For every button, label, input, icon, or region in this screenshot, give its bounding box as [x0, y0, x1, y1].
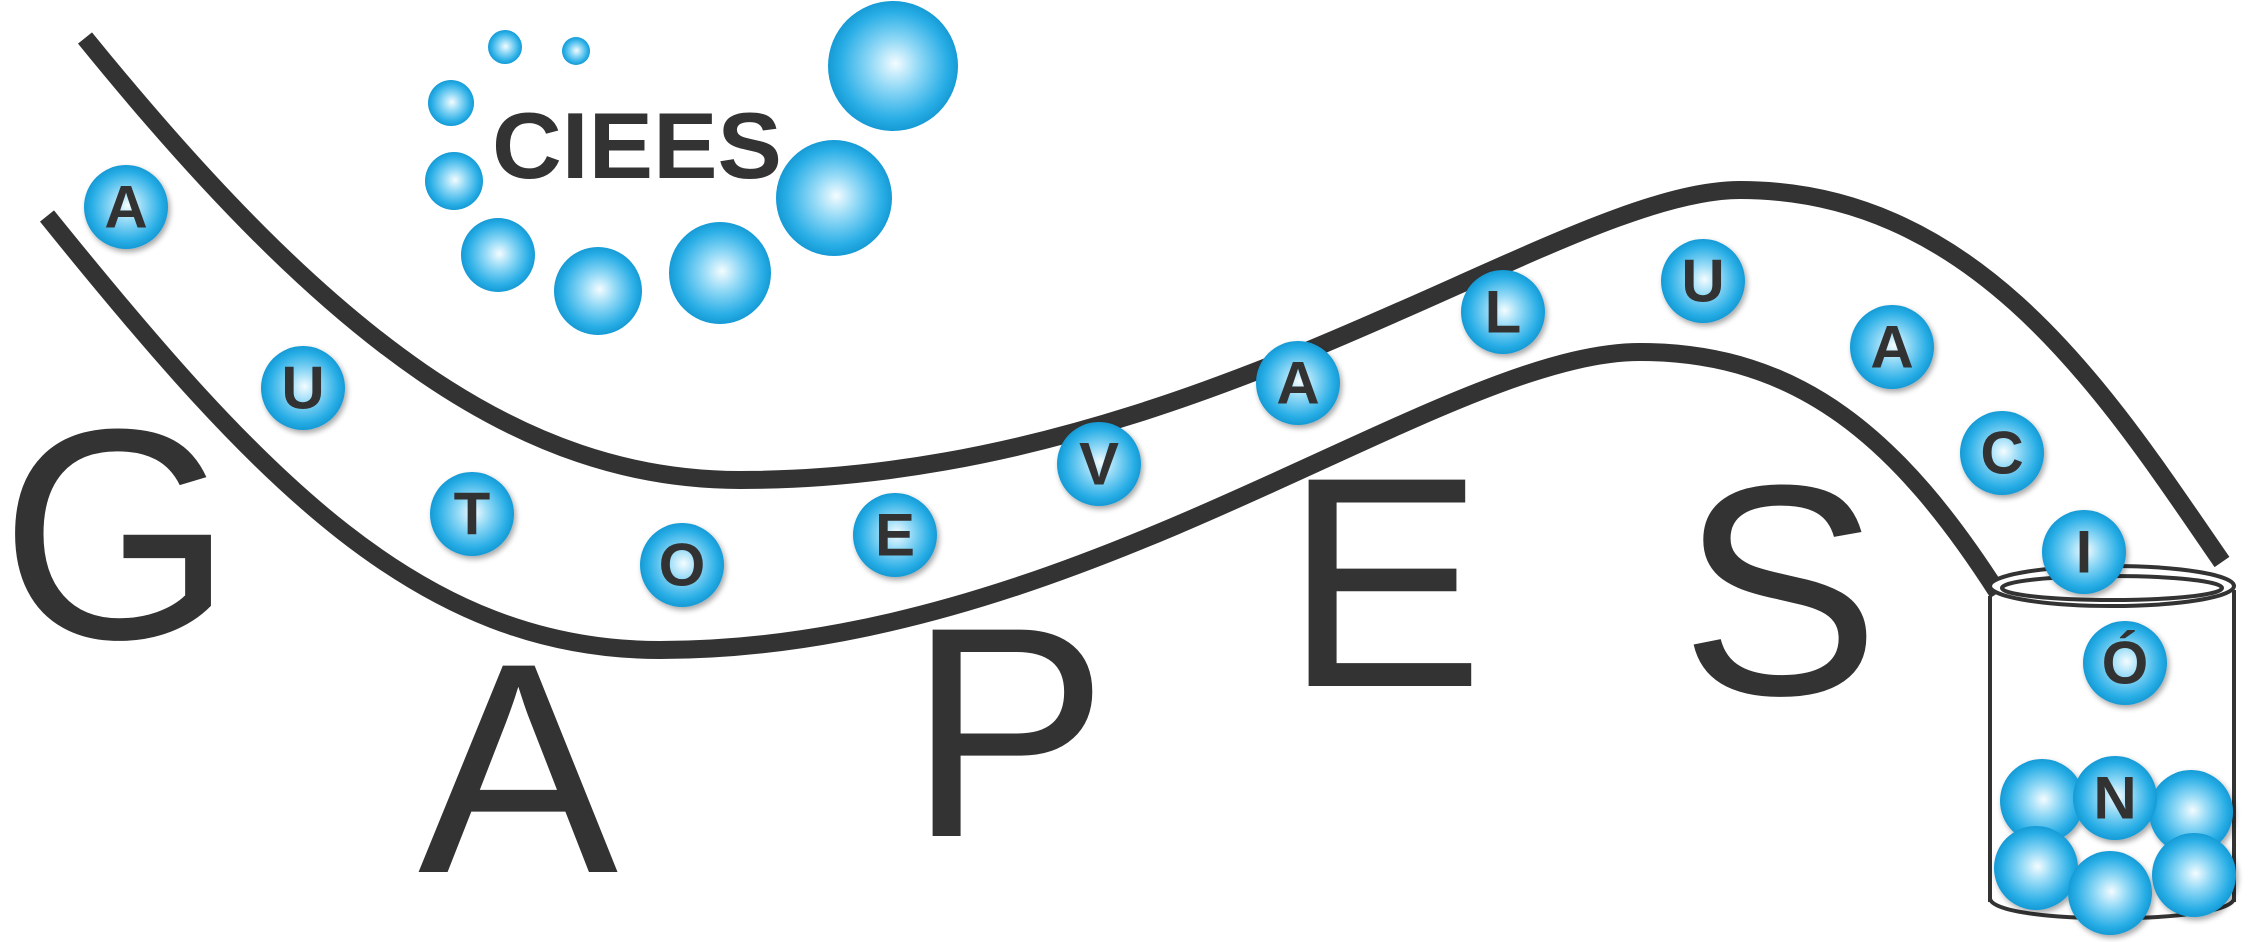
ball-u-2: U — [1661, 239, 1745, 323]
svg-text:O: O — [659, 532, 706, 599]
ciees-bubble — [669, 222, 771, 324]
tube-upper-edge — [78, 32, 2230, 568]
cup-ball — [2068, 851, 2152, 935]
svg-text:A: A — [1276, 350, 1319, 417]
ball-o-accent: Ó — [2083, 621, 2167, 705]
ball-u: U — [261, 346, 345, 430]
tube-letter-balls: A U T O E V A L — [84, 165, 2126, 607]
tube-lower-edge — [39, 210, 2006, 660]
ciees-brand: CIEES — [425, 1, 958, 335]
big-letter-p: P — [908, 564, 1108, 900]
cup-ball — [1994, 826, 2078, 910]
ciees-bubble — [776, 140, 892, 256]
ball-i: I — [2042, 510, 2126, 594]
ciees-bubble — [425, 152, 483, 210]
cup-ball — [2152, 833, 2236, 917]
cup-balls: Ó N — [1994, 621, 2236, 935]
ball-a-2: A — [1256, 341, 1340, 425]
ball-n: N — [2073, 756, 2157, 840]
svg-text:L: L — [1485, 279, 1522, 346]
svg-text:T: T — [454, 481, 491, 548]
svg-text:I: I — [2076, 519, 2093, 586]
ball-e: E — [853, 493, 937, 577]
ball-a-3: A — [1850, 305, 1934, 389]
ball-v: V — [1057, 422, 1141, 506]
svg-text:U: U — [281, 355, 324, 422]
svg-text:Ó: Ó — [2102, 630, 2149, 697]
cup-ball — [2000, 759, 2084, 843]
cup-ball — [2149, 770, 2233, 854]
big-letter-s: S — [1680, 422, 1880, 758]
ciees-bubble — [488, 30, 522, 64]
svg-text:A: A — [1870, 314, 1913, 381]
svg-text:N: N — [2093, 765, 2136, 832]
svg-text:C: C — [1980, 420, 2023, 487]
ball-c: C — [1960, 411, 2044, 495]
ball-t: T — [430, 472, 514, 556]
big-letter-e: E — [1284, 414, 1484, 750]
svg-text:U: U — [1681, 248, 1724, 315]
ball-a: A — [84, 165, 168, 249]
ciees-bubble — [828, 1, 958, 131]
svg-text:A: A — [104, 174, 147, 241]
gapes-big-letters: G A P E S — [0, 366, 1880, 936]
big-letter-g: G — [0, 366, 233, 702]
ball-l: L — [1461, 270, 1545, 354]
ciees-wordmark: CIEES — [492, 93, 782, 198]
ciees-bubble — [428, 80, 474, 126]
big-letter-a: A — [418, 600, 620, 936]
svg-text:E: E — [875, 502, 915, 569]
ciees-bubble — [554, 247, 642, 335]
ciees-bubble — [562, 37, 590, 65]
ball-o: O — [640, 523, 724, 607]
svg-text:V: V — [1079, 431, 1119, 498]
ciees-bubble — [461, 218, 535, 292]
